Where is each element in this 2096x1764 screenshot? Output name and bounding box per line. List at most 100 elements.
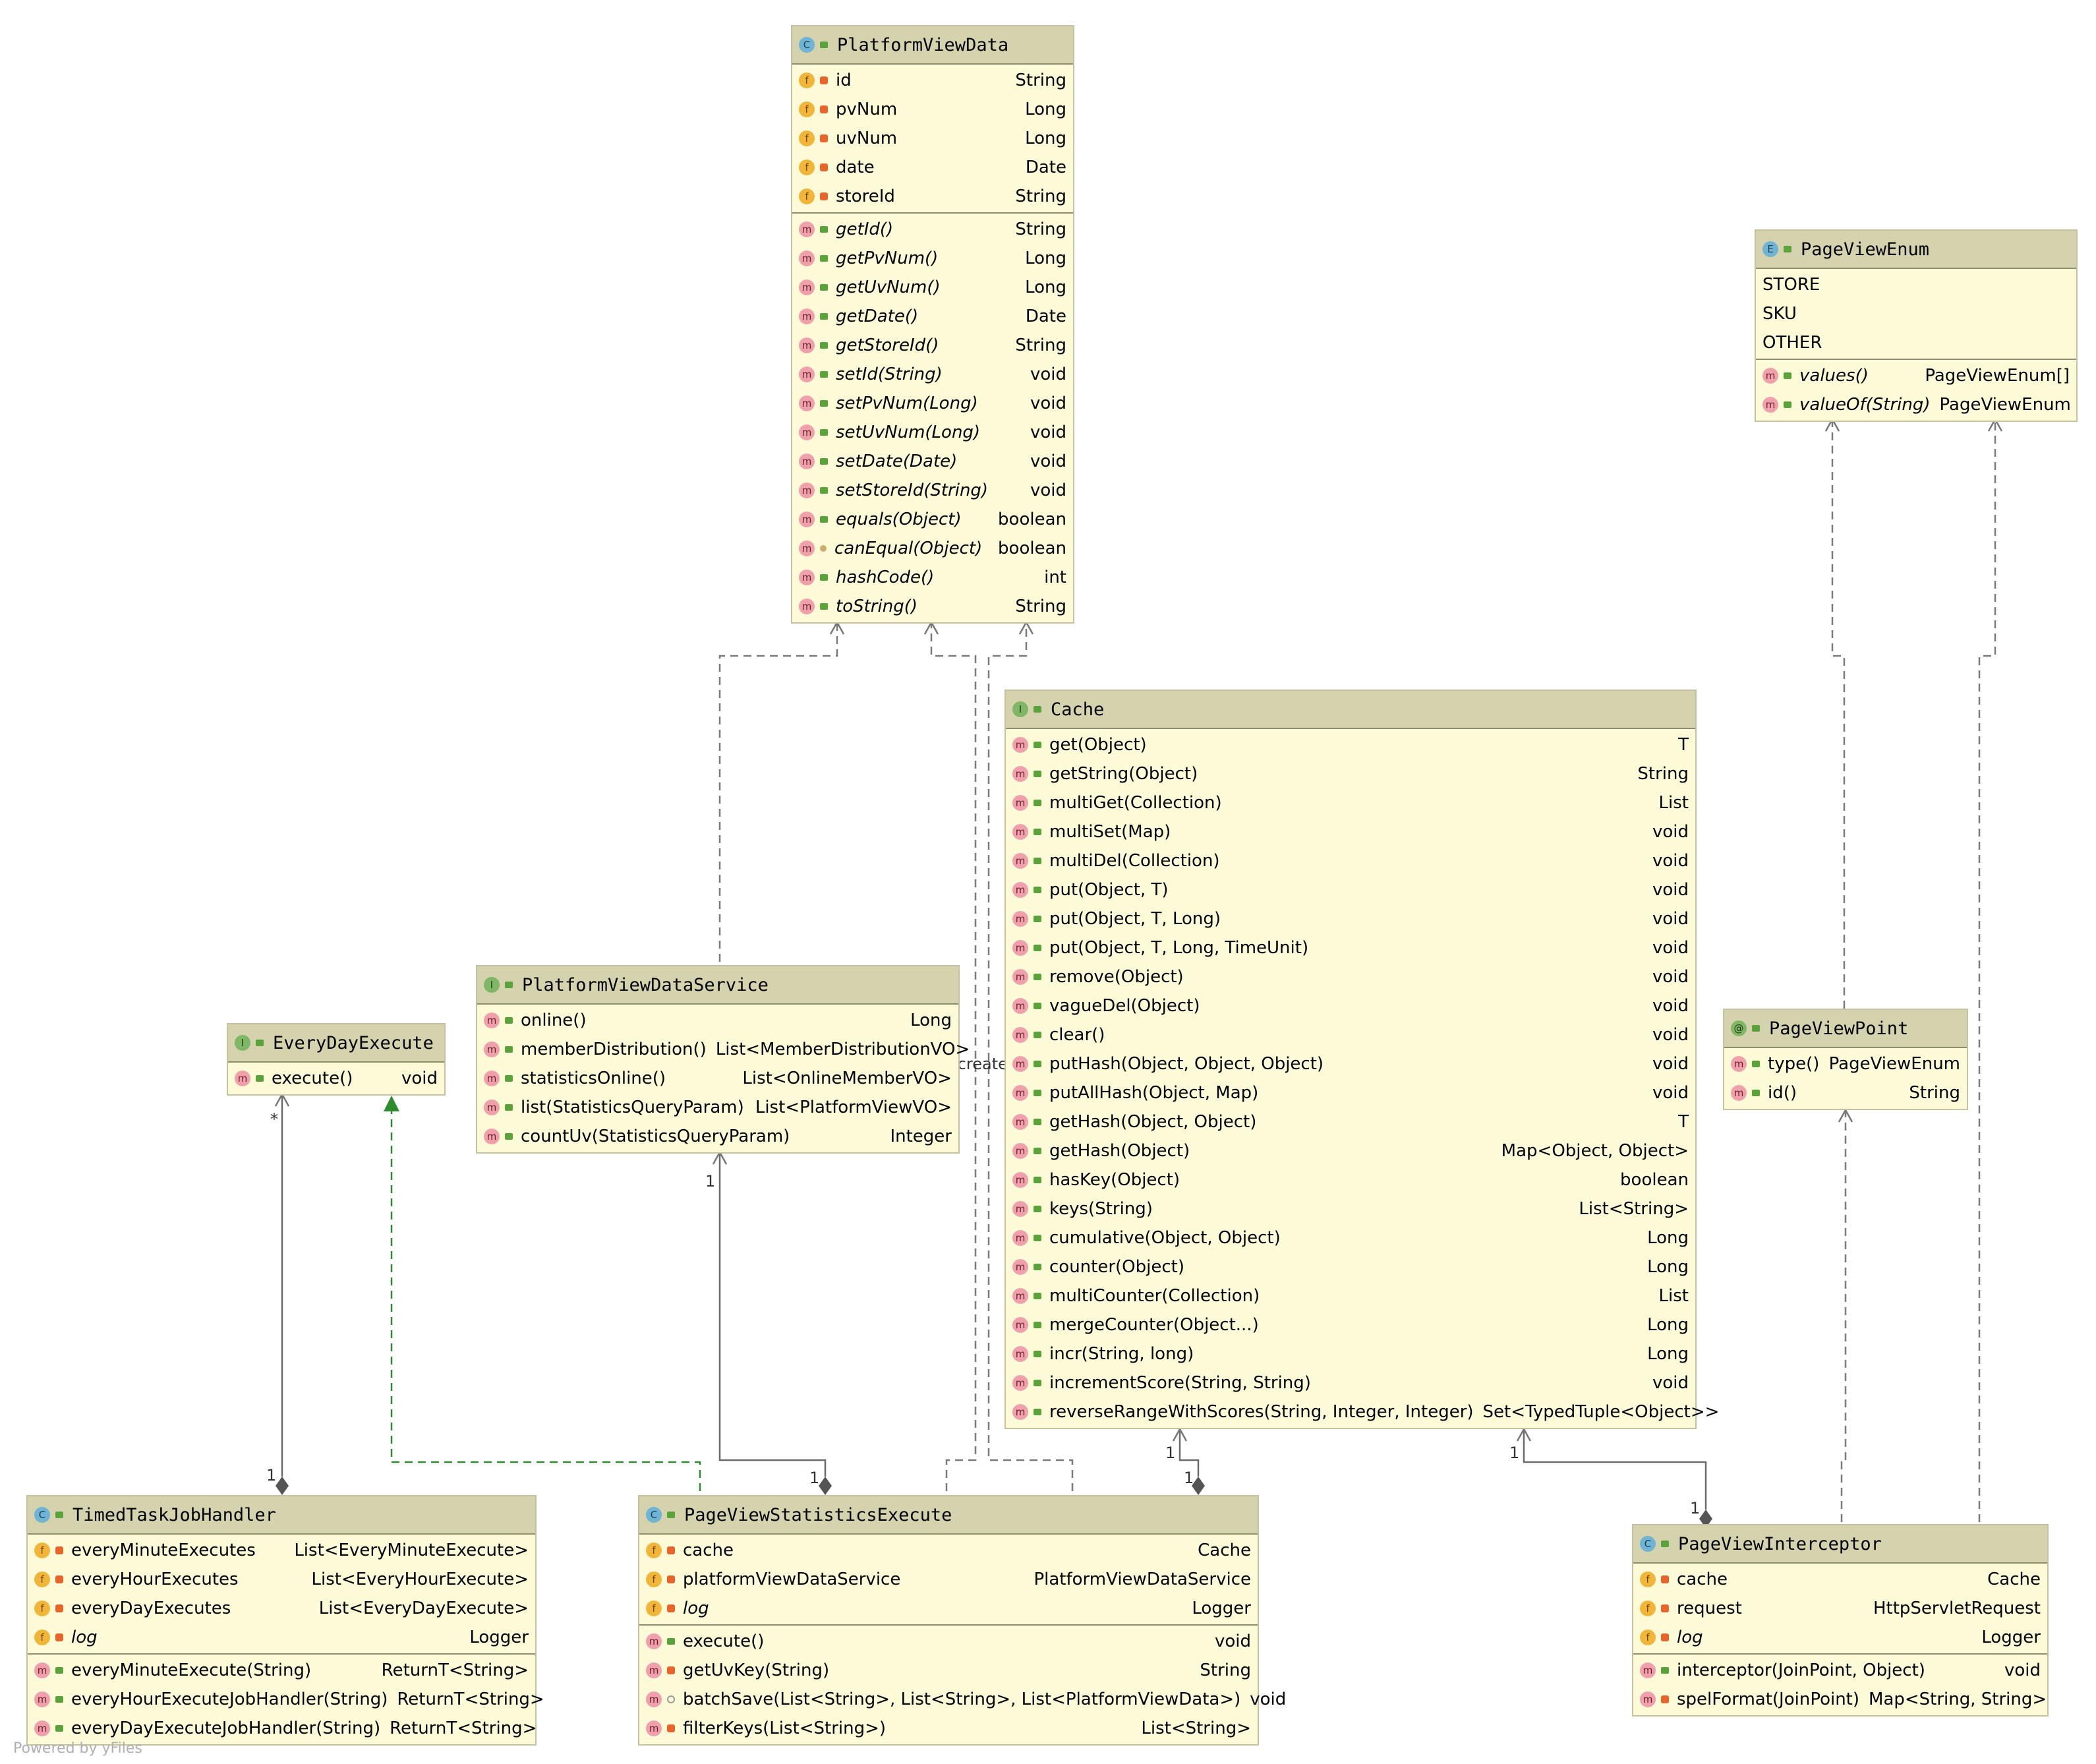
edge-interceptor-to-point [1840,1110,1847,1522]
method-icon: m [799,338,815,353]
public-icon [1784,246,1791,252]
member-type: List<OnlineMemberVO> [742,1069,952,1088]
method-icon: m [799,221,815,237]
member-type: boolean [998,510,1066,529]
unlock-icon [1033,800,1041,806]
method-icon: m [1012,1288,1028,1304]
member-name: multiCounter(Collection) [1049,1286,1260,1306]
unlock-icon [1033,887,1041,893]
member-name: putHash(Object, Object, Object) [1049,1054,1324,1074]
unlock-icon [820,429,828,436]
member-type: void [1652,1083,1689,1103]
field-other[interactable]: OTHER [1756,328,2076,357]
lock-icon [55,1633,63,1641]
field-sku[interactable]: SKU [1756,299,2076,328]
field-store[interactable]: STORE [1756,270,2076,299]
